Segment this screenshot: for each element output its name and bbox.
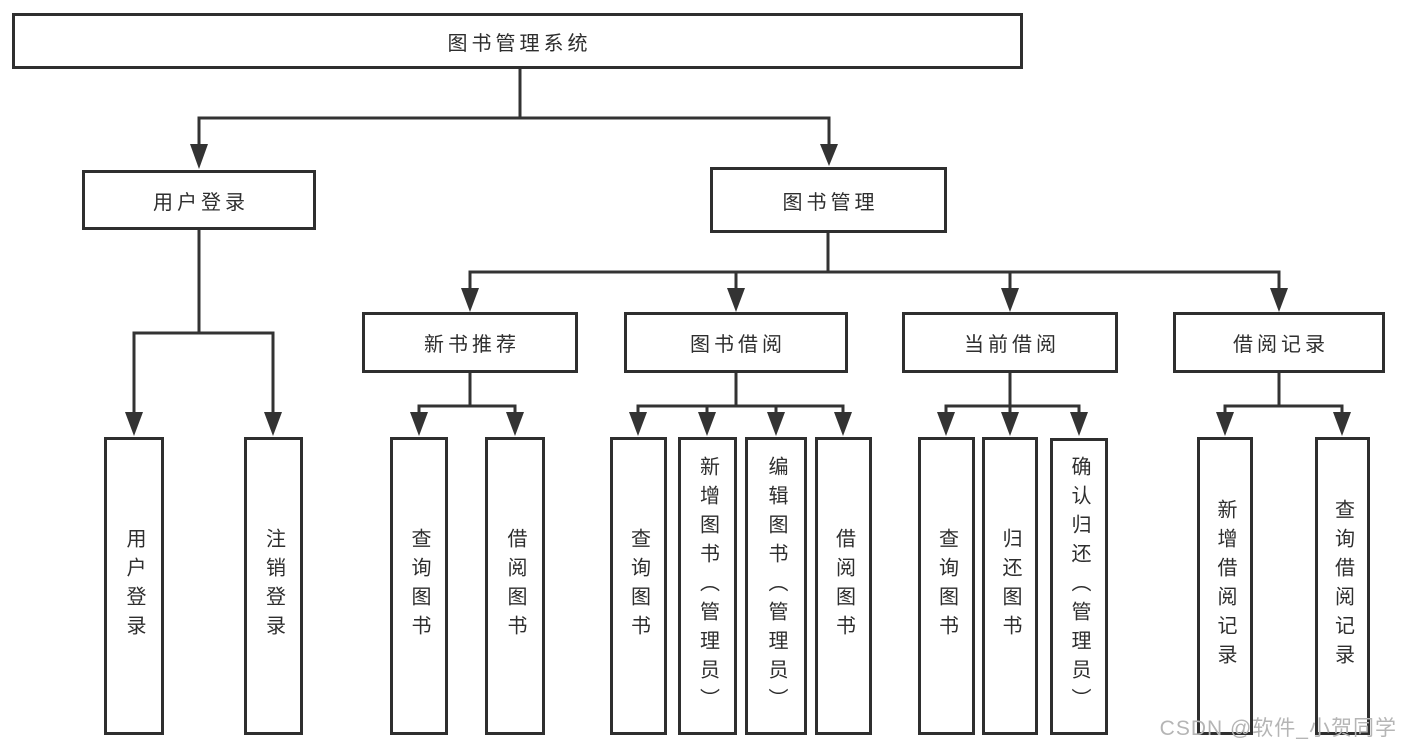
node-label: 图书管理系统	[447, 32, 592, 55]
node-label: 查询图书	[408, 528, 430, 644]
node-borrow-records: 借阅记录	[1173, 312, 1385, 373]
node-label: 当前借阅	[964, 334, 1060, 356]
node-label: 查询图书	[935, 528, 958, 644]
node-label: 借阅图书	[504, 528, 526, 644]
leaf-logout: 注销登录	[244, 437, 303, 735]
node-current-borrow: 当前借阅	[902, 312, 1118, 373]
leaf-add-book-admin: 新增图书（管理员）	[678, 437, 737, 735]
node-book-borrow: 图书借阅	[624, 312, 848, 373]
node-label: 用户登录	[153, 191, 249, 214]
leaf-edit-book-admin: 编辑图书（管理员）	[745, 437, 807, 735]
node-label: 用户登录	[123, 528, 145, 644]
node-label: 查询借阅记录	[1331, 499, 1354, 673]
node-label: 图书借阅	[690, 334, 786, 356]
node-book-management: 图书管理	[710, 167, 947, 233]
node-label: 确认归还（管理员）	[1068, 456, 1090, 717]
leaf-user-login: 用户登录	[104, 437, 164, 735]
leaf-add-borrow-record: 新增借阅记录	[1197, 437, 1253, 735]
leaf-query-books-recommend: 查询图书	[390, 437, 448, 735]
node-label: 查询图书	[627, 528, 650, 644]
node-label: 新增图书（管理员）	[696, 455, 719, 717]
arrowheads	[125, 144, 1351, 436]
node-label: 归还图书	[999, 528, 1021, 644]
node-new-book-recommend: 新书推荐	[362, 312, 578, 373]
leaf-query-books-borrow: 查询图书	[610, 437, 667, 735]
node-label: 编辑图书（管理员）	[765, 455, 787, 717]
leaf-borrow-books-recommend: 借阅图书	[485, 437, 545, 735]
node-root-library-system: 图书管理系统	[12, 13, 1023, 69]
leaf-borrow-books: 借阅图书	[815, 437, 872, 735]
node-label: 借阅记录	[1233, 334, 1329, 356]
node-label: 新书推荐	[424, 334, 520, 356]
csdn-watermark: CSDN @软件_小贺同学	[1159, 717, 1397, 740]
node-user-login: 用户登录	[82, 170, 316, 230]
node-label: 图书管理	[782, 191, 879, 214]
leaf-return-book: 归还图书	[982, 437, 1038, 735]
node-label: 注销登录	[262, 528, 285, 644]
leaf-confirm-return-admin: 确认归还（管理员）	[1050, 438, 1108, 735]
leaf-query-borrow-record: 查询借阅记录	[1315, 437, 1370, 735]
leaf-query-books-current: 查询图书	[918, 437, 975, 735]
node-label: 借阅图书	[832, 528, 855, 644]
node-label: 新增借阅记录	[1214, 499, 1236, 673]
